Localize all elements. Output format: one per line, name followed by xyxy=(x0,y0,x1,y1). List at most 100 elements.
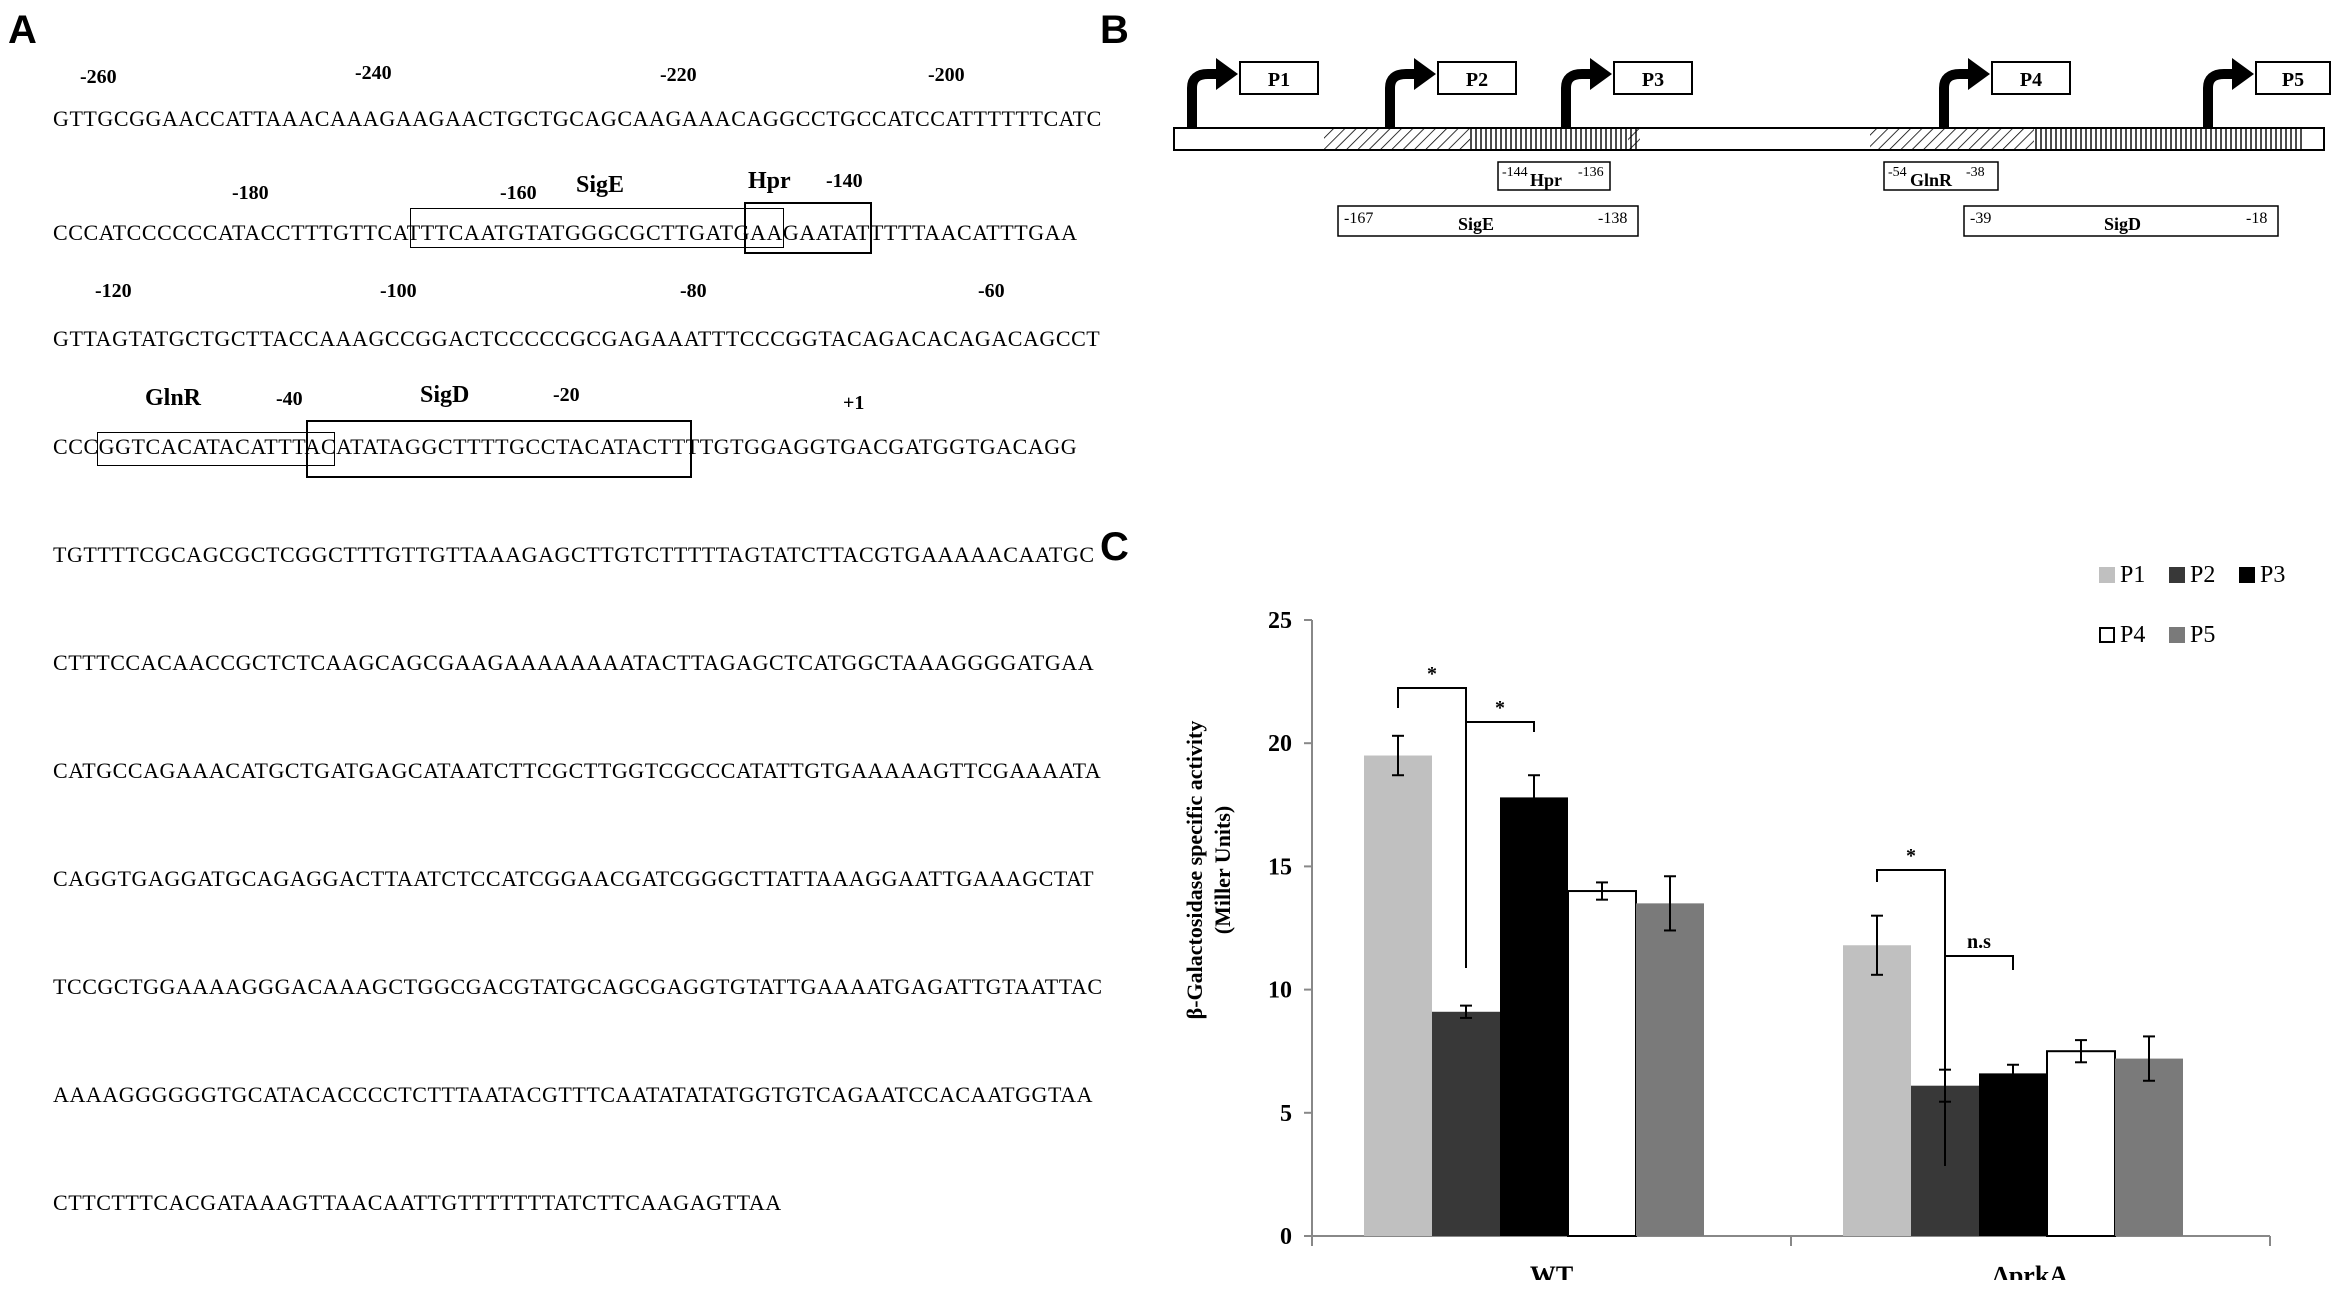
bar-p4-1 xyxy=(2046,1050,2116,1238)
sequence-line-3: GTTAGTATGCTGCTTACCAAAGCCGGACTCCCCCGCGAGA… xyxy=(53,326,1101,351)
svg-text:P1: P1 xyxy=(1268,69,1290,91)
site-sigd: -39 SigD -18 xyxy=(1963,205,2279,237)
sig-wt-p2-p3 xyxy=(1465,721,1535,968)
site-sige: -167 SigE -138 xyxy=(1337,205,1639,237)
sigd-box xyxy=(306,420,692,478)
y-axis-label-line2: (Miller Units) xyxy=(1210,806,1235,935)
glnr-label: GlnR xyxy=(145,385,202,411)
hpr-box xyxy=(744,202,872,254)
svg-text:P3: P3 xyxy=(1642,69,1664,91)
svg-text:P4: P4 xyxy=(2020,69,2042,91)
y-tick-label-25: 25 xyxy=(1268,608,1292,634)
sig-prka-p1-p2-label: * xyxy=(1906,845,1916,867)
y-axis-label-line1: β-Galactosidase specific activity xyxy=(1182,721,1207,1020)
pos-minus-40: -40 xyxy=(276,388,303,410)
panel-a-label: A xyxy=(8,8,37,52)
pos-minus-20: -20 xyxy=(553,384,580,406)
bar-p3-0 xyxy=(1500,797,1568,1236)
svg-text:-136: -136 xyxy=(1578,165,1604,180)
pos-minus-260: -260 xyxy=(80,66,117,88)
panel-c-bar-chart: β-Galactosidase specific activity (Mille… xyxy=(1182,562,2285,1280)
sequence-line-5: TGTTTTCGCAGCGCTCGGCTTTGTTGTTAAAGAGCTTGTC… xyxy=(53,542,1095,567)
legend-label-p2: P2 xyxy=(2190,562,2215,588)
sequence-line-10: AAAAGGGGGGTGCATACACCCCTCTTTAATACGTTTCAAT… xyxy=(53,1082,1094,1107)
x-category-label-1: ∆prkA xyxy=(1993,1261,2068,1280)
svg-text:P2: P2 xyxy=(1466,69,1488,91)
pos-minus-80: -80 xyxy=(680,280,707,302)
bar-p1-0 xyxy=(1364,755,1432,1236)
hpr-region-pattern xyxy=(1470,129,1640,149)
svg-text:P5: P5 xyxy=(2282,69,2304,91)
legend-swatch-p2 xyxy=(2169,567,2185,583)
legend-label-p5: P5 xyxy=(2190,622,2215,648)
promoter-arrow-p5: P5 xyxy=(2203,58,2331,127)
panel-b-promoter-map: P1 P2 P3 P4 P5 -144 Hpr -136 -54 GlnR -3… xyxy=(1173,58,2331,237)
promoter-arrow-p2: P2 xyxy=(1385,58,1517,127)
sequence-line-8: CAGGTGAGGATGCAGAGGACTTAATCTCCATCGGAACGAT… xyxy=(53,866,1095,891)
sequence-line-4: CCCGGTCACATACATTTACATATAGGCTTTTGCCTACATA… xyxy=(53,434,1078,459)
sequence-line-9: TCCGCTGGAAAAGGGACAAAGCTGGCGACGTATGCAGCGA… xyxy=(53,974,1103,999)
sige-box xyxy=(410,208,784,248)
sig-prka-p2-p3-label: n.s xyxy=(1967,931,1991,953)
sig-wt-p2-p3-label: * xyxy=(1495,697,1505,719)
svg-text:-38: -38 xyxy=(1966,165,1985,180)
sequence-line-2: CCCATCCCCCCATACCTTTGTTCATTTCAATGTATGGGCG… xyxy=(53,220,1078,245)
pos-minus-140: -140 xyxy=(826,170,863,192)
y-tick-label-5: 5 xyxy=(1280,1101,1292,1127)
bar-p1-1 xyxy=(1843,945,1911,1236)
legend-label-p1: P1 xyxy=(2120,562,2145,588)
panel-b-label: B xyxy=(1100,8,1129,52)
legend-swatch-p4 xyxy=(2099,627,2115,643)
sequence-line-1: GTTGCGGAACCATTAAACAAAGAAGAACTGCTGCAGCAAG… xyxy=(53,106,1102,131)
pos-minus-240: -240 xyxy=(355,62,392,84)
sig-wt-p1-p2-label: * xyxy=(1427,663,1437,685)
sigd-region-pattern xyxy=(2034,129,2302,149)
pos-minus-200: -200 xyxy=(928,64,965,86)
pos-minus-220: -220 xyxy=(660,64,697,86)
y-tick-label-20: 20 xyxy=(1268,731,1292,757)
bar-p5-0 xyxy=(1636,903,1704,1236)
svg-text:SigD: SigD xyxy=(2104,214,2141,234)
legend-swatch-p5 xyxy=(2169,627,2185,643)
bar-p4-0 xyxy=(1567,890,1637,1237)
sequence-line-11: CTTCTTTCACGATAAAGTTAACAATTGTTTTTTTATCTTC… xyxy=(53,1190,782,1215)
promoter-arrow-p3: P3 xyxy=(1561,58,1693,127)
site-hpr: -144 Hpr -136 xyxy=(1497,161,1611,191)
svg-text:-138: -138 xyxy=(1598,210,1627,227)
pos-minus-100: -100 xyxy=(380,280,417,302)
glnr-region-pattern xyxy=(1870,129,2034,149)
y-tick-label-0: 0 xyxy=(1280,1224,1292,1250)
bar-p3-1 xyxy=(1979,1073,2047,1236)
svg-text:-18: -18 xyxy=(2246,210,2267,227)
svg-text:Hpr: Hpr xyxy=(1530,170,1562,190)
legend-swatch-p1 xyxy=(2099,567,2115,583)
sig-prka-p1-p2 xyxy=(1876,869,1946,1166)
legend-label-p4: P4 xyxy=(2120,622,2145,648)
pos-minus-60: -60 xyxy=(978,280,1005,302)
glnr-box xyxy=(97,432,335,466)
pos-minus-120: -120 xyxy=(95,280,132,302)
y-tick-label-15: 15 xyxy=(1268,854,1292,880)
pos-minus-180: -180 xyxy=(232,182,269,204)
promoter-arrow-p4: P4 xyxy=(1939,58,2071,127)
sigd-label: SigD xyxy=(420,382,470,408)
bar-p5-1 xyxy=(2115,1058,2183,1236)
legend-swatch-p3 xyxy=(2239,567,2255,583)
sige-label: SigE xyxy=(576,172,625,198)
pos-plus-1: +1 xyxy=(843,392,865,414)
svg-text:-167: -167 xyxy=(1344,210,1373,227)
hpr-label: Hpr xyxy=(748,168,791,194)
site-glnr: -54 GlnR -38 xyxy=(1883,161,1999,191)
bar-p2-0 xyxy=(1432,1011,1500,1236)
x-category-label-0: WT xyxy=(1530,1261,1573,1280)
svg-text:-54: -54 xyxy=(1888,165,1907,180)
significance-annotations: * * * n.s xyxy=(1397,663,2014,1166)
y-tick-label-10: 10 xyxy=(1268,978,1292,1004)
svg-text:SigE: SigE xyxy=(1458,214,1494,234)
svg-text:-144: -144 xyxy=(1502,165,1528,180)
sequence-line-6: CTTTCCACAACCGCTCTCAAGCAGCGAAGAAAAAAAATAC… xyxy=(53,650,1095,675)
legend-label-p3: P3 xyxy=(2260,562,2285,588)
svg-text:GlnR: GlnR xyxy=(1910,170,1953,190)
sequence-line-7: CATGCCAGAAACATGCTGATGAGCATAATCTTCGCTTGGT… xyxy=(53,758,1102,783)
